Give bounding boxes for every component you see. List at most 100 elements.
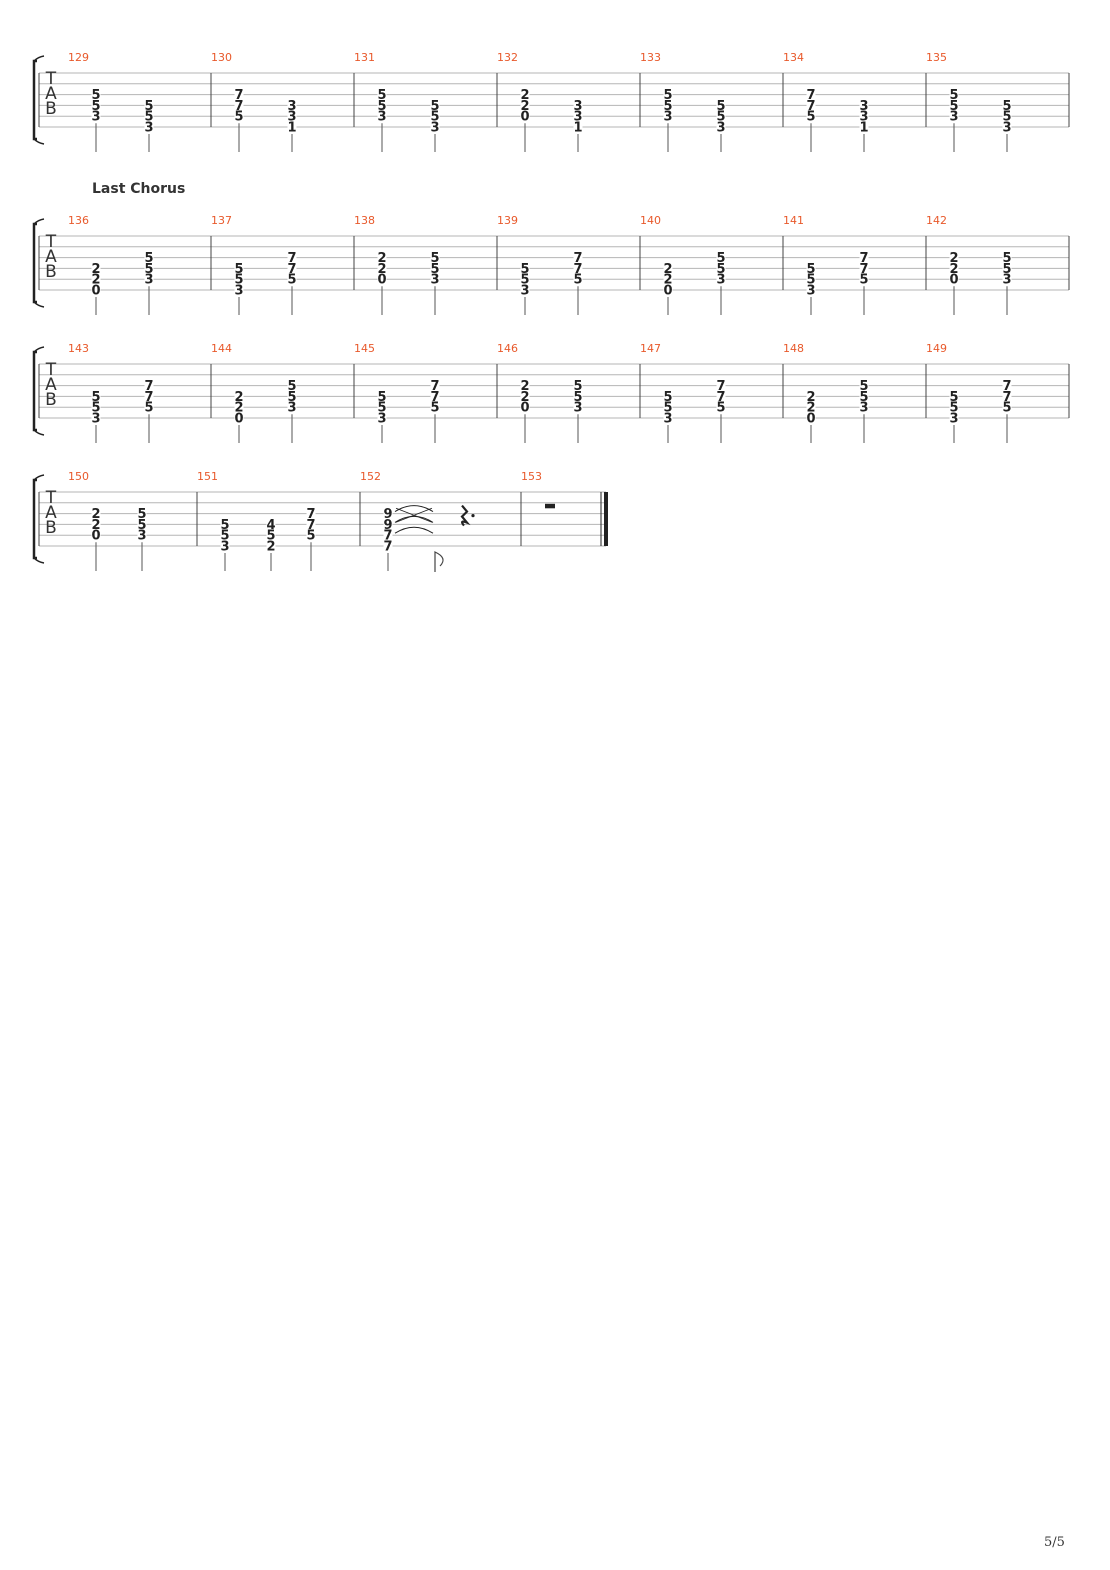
fret-number: 7 bbox=[383, 540, 392, 555]
fret-number: 3 bbox=[1002, 273, 1011, 288]
fret-backdrop bbox=[806, 273, 816, 285]
measure-number: 151 bbox=[197, 470, 218, 483]
fret-number: 4 bbox=[266, 518, 275, 533]
measure-number: 146 bbox=[497, 342, 518, 355]
fret-backdrop bbox=[806, 412, 816, 423]
measure-number: 153 bbox=[521, 470, 542, 483]
fret-backdrop bbox=[306, 518, 316, 530]
measure-number: 131 bbox=[354, 51, 375, 64]
fret-number: 2 bbox=[234, 390, 243, 405]
fret-backdrop bbox=[306, 529, 316, 541]
fret-number: 2 bbox=[663, 273, 672, 288]
fret-backdrop bbox=[377, 99, 387, 111]
fret-backdrop bbox=[430, 99, 440, 111]
fret-number: 3 bbox=[806, 284, 815, 299]
fret-backdrop bbox=[383, 507, 393, 519]
fret-backdrop bbox=[520, 401, 530, 413]
fret-number: 3 bbox=[573, 110, 582, 125]
fret-backdrop bbox=[377, 88, 387, 100]
quarter-rest bbox=[460, 504, 471, 527]
fret-backdrop bbox=[573, 390, 583, 402]
fret-number: 3 bbox=[663, 110, 672, 125]
fret-backdrop bbox=[716, 99, 726, 111]
fret-backdrop bbox=[859, 390, 869, 402]
fret-number: 5 bbox=[91, 99, 100, 114]
fret-backdrop bbox=[859, 99, 869, 111]
fret-number: 3 bbox=[377, 412, 386, 427]
measure-number: 147 bbox=[640, 342, 661, 355]
fret-number: 5 bbox=[430, 99, 439, 114]
fret-backdrop bbox=[806, 390, 816, 402]
fret-number: 7 bbox=[573, 262, 582, 277]
fret-backdrop bbox=[91, 284, 101, 295]
fret-backdrop bbox=[663, 284, 673, 295]
fret-backdrop bbox=[377, 262, 387, 274]
fret-backdrop bbox=[859, 121, 869, 132]
fret-number: 3 bbox=[859, 99, 868, 114]
fret-number: 5 bbox=[573, 379, 582, 394]
fret-number: 5 bbox=[377, 99, 386, 114]
fret-number: 3 bbox=[91, 412, 100, 427]
fret-number: 5 bbox=[144, 262, 153, 277]
fret-backdrop bbox=[859, 401, 869, 413]
tab-clef-letter: T bbox=[45, 232, 57, 252]
let-ring-arc bbox=[394, 515, 434, 523]
fret-number: 3 bbox=[91, 110, 100, 125]
fret-number: 3 bbox=[716, 121, 725, 136]
fret-backdrop bbox=[573, 121, 583, 132]
fret-backdrop bbox=[234, 273, 244, 285]
fret-number: 5 bbox=[859, 379, 868, 394]
fret-backdrop bbox=[91, 518, 101, 530]
fret-backdrop bbox=[520, 284, 530, 295]
fret-number: 5 bbox=[859, 273, 868, 288]
fret-backdrop bbox=[1002, 262, 1012, 274]
fret-backdrop bbox=[220, 518, 230, 530]
rest-dot bbox=[471, 514, 475, 518]
measure-number: 143 bbox=[68, 342, 89, 355]
fret-number: 2 bbox=[949, 262, 958, 277]
fret-backdrop bbox=[234, 390, 244, 402]
fret-number: 5 bbox=[1002, 110, 1011, 125]
fret-number: 7 bbox=[806, 99, 815, 114]
fret-backdrop bbox=[234, 99, 244, 111]
fret-backdrop bbox=[144, 401, 154, 413]
fret-number: 3 bbox=[859, 401, 868, 416]
fret-backdrop bbox=[287, 110, 297, 122]
fret-backdrop bbox=[144, 121, 154, 132]
fret-number: 3 bbox=[573, 99, 582, 114]
tab-clef-letter: A bbox=[45, 503, 57, 523]
fret-backdrop bbox=[266, 518, 276, 530]
fret-number: 7 bbox=[287, 251, 296, 266]
fret-backdrop bbox=[573, 262, 583, 274]
measure-number: 150 bbox=[68, 470, 89, 483]
fret-number: 7 bbox=[144, 379, 153, 394]
fret-backdrop bbox=[806, 401, 816, 413]
fret-number: 7 bbox=[287, 262, 296, 277]
fret-backdrop bbox=[520, 273, 530, 285]
fret-number: 5 bbox=[234, 262, 243, 277]
fret-backdrop bbox=[859, 262, 869, 274]
fret-number: 5 bbox=[234, 110, 243, 125]
fret-backdrop bbox=[806, 99, 816, 111]
fret-backdrop bbox=[663, 390, 673, 402]
bracket-hook-bottom bbox=[33, 429, 45, 436]
let-ring-cross bbox=[395, 507, 433, 523]
fret-backdrop bbox=[949, 273, 959, 285]
fret-backdrop bbox=[716, 251, 726, 263]
fret-backdrop bbox=[144, 273, 154, 285]
fret-number: 7 bbox=[1002, 390, 1011, 405]
bracket-hook-top bbox=[33, 218, 45, 225]
fret-number: 5 bbox=[1002, 401, 1011, 416]
fret-backdrop bbox=[663, 401, 673, 413]
fret-backdrop bbox=[377, 401, 387, 413]
tab-system: TAB1435537751442205531455537751462205531… bbox=[32, 342, 1070, 443]
fret-backdrop bbox=[91, 390, 101, 402]
fret-number: 5 bbox=[430, 110, 439, 125]
fret-number: 0 bbox=[91, 284, 100, 299]
fret-backdrop bbox=[377, 110, 387, 122]
fret-backdrop bbox=[377, 390, 387, 402]
fret-number: 5 bbox=[663, 390, 672, 405]
fret-number: 3 bbox=[430, 273, 439, 288]
fret-backdrop bbox=[287, 401, 297, 413]
fret-number: 7 bbox=[430, 390, 439, 405]
